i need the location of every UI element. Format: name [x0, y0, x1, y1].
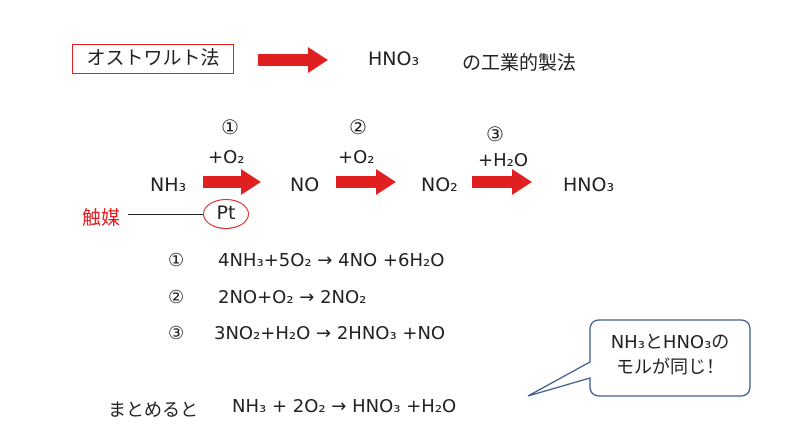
- callout-line-2: モルが同じ！: [616, 357, 724, 378]
- callout-bubble: [527, 319, 751, 397]
- equation-1: 4NH₃+5O₂ → 4NO +6H₂O: [218, 250, 445, 271]
- summary-equation: NH₃ + 2O₂ → HNO₃ +H₂O: [232, 396, 457, 417]
- callout-line-1: NH₃とHNO₃の: [610, 332, 730, 353]
- header-arrow-icon: [258, 47, 328, 73]
- equation-2: 2NO+O₂ → 2NO₂: [218, 287, 367, 308]
- step-number-1: ①: [221, 115, 239, 139]
- catalyst-pointer-line: [128, 214, 204, 215]
- callout-text: NH₃とHNO₃の モルが同じ！: [595, 330, 745, 380]
- step-reagent-1: +O₂: [208, 147, 245, 168]
- step-number-2: ②: [349, 115, 367, 139]
- equation-number-2: ②: [168, 287, 185, 308]
- species-no2: NO₂: [421, 174, 458, 196]
- equation-number-1: ①: [168, 250, 185, 271]
- catalyst-label: 触媒: [82, 207, 121, 229]
- chain-arrow-3-icon: [472, 169, 532, 195]
- process-description: の工業的製法: [462, 52, 577, 74]
- process-name-box: オストワルト法: [72, 44, 234, 74]
- chain-arrow-2-icon: [336, 169, 396, 195]
- species-no: NO: [290, 174, 320, 196]
- species-hno3: HNO₃: [563, 174, 615, 196]
- equation-number-3: ③: [168, 323, 185, 344]
- equation-3: 3NO₂+H₂O → 2HNO₃ +NO: [214, 323, 446, 344]
- chain-arrow-1-icon: [203, 169, 261, 195]
- species-nh3: NH₃: [150, 174, 187, 196]
- catalyst-pt: Pt: [203, 199, 249, 229]
- step-reagent-2: +O₂: [338, 147, 375, 168]
- summary-label: まとめると: [108, 400, 198, 421]
- step-number-3: ③: [486, 122, 504, 146]
- step-reagent-3: +H₂O: [478, 150, 529, 171]
- product-formula: HNO₃: [368, 48, 420, 70]
